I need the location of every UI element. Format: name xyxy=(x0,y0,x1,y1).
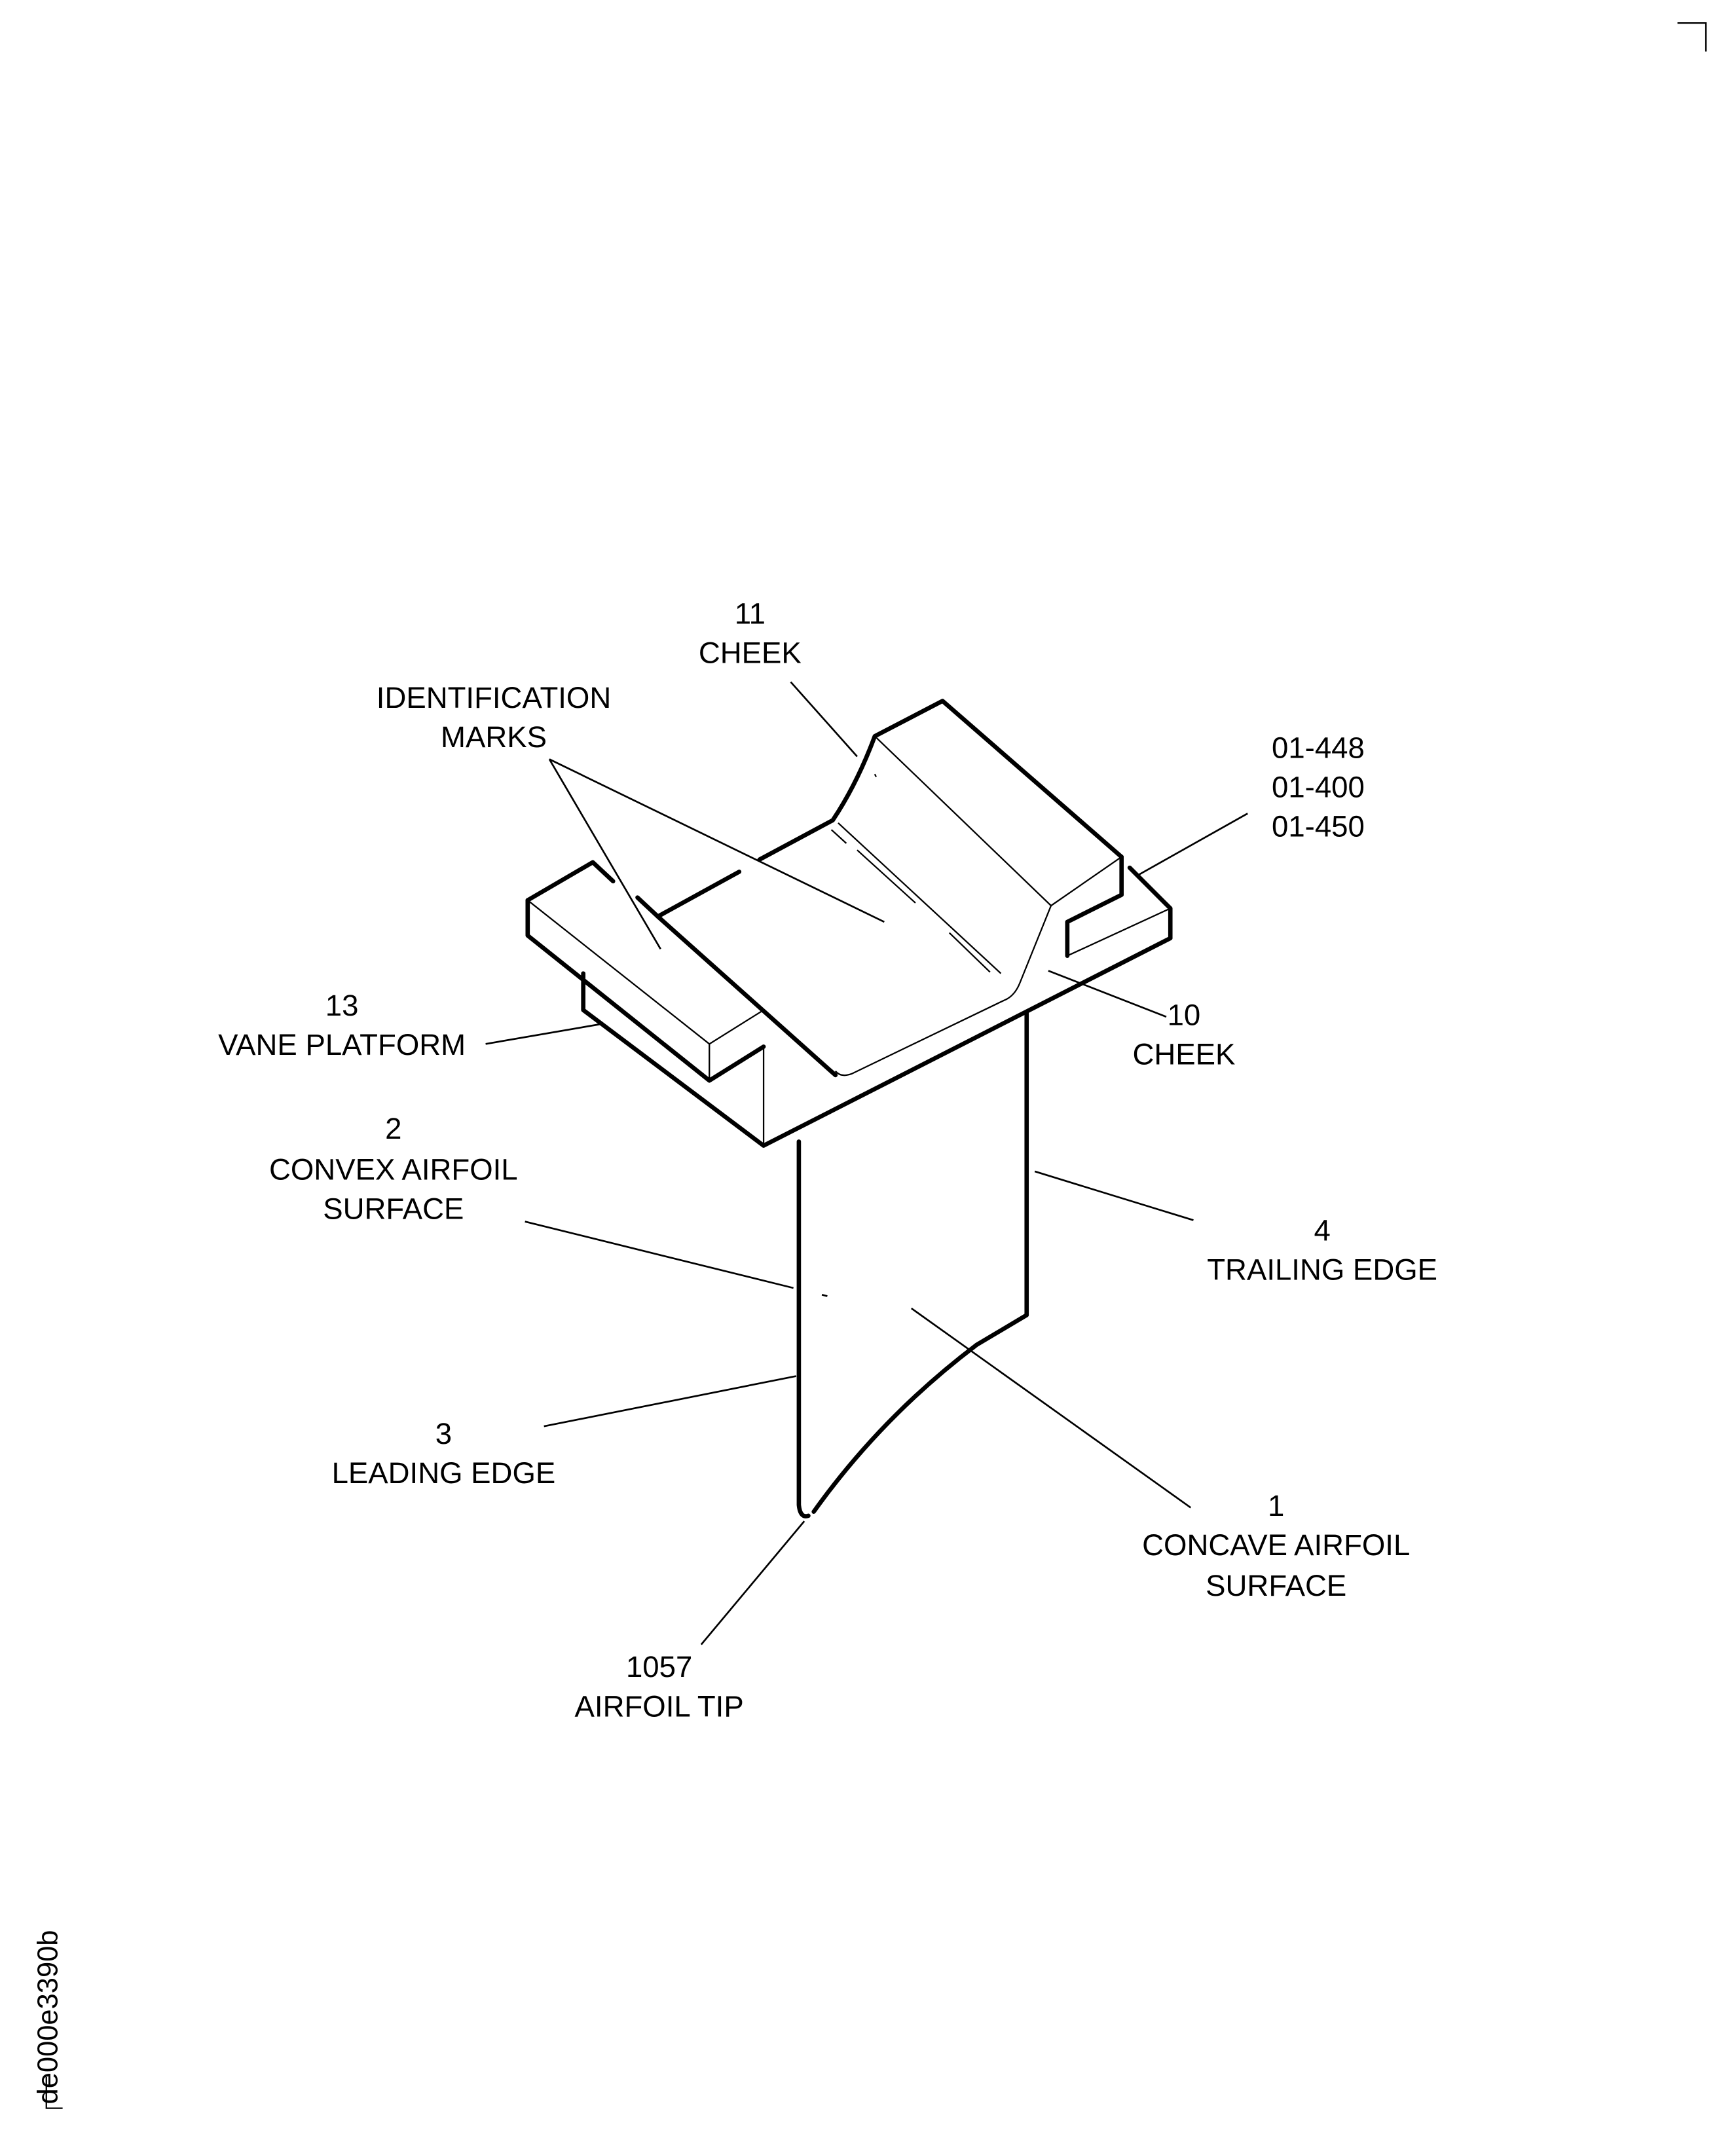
callout-label: MARKS xyxy=(441,720,547,754)
callout-vane-platform: 13 VANE PLATFORM xyxy=(218,989,466,1061)
drawing-id-bracket xyxy=(45,2077,63,2109)
callout-label: CONCAVE AIRFOIL xyxy=(1142,1528,1410,1562)
callout-number: 1057 xyxy=(626,1650,692,1683)
callout-label: TRAILING EDGE xyxy=(1207,1253,1437,1287)
figure-ref: 01-448 xyxy=(1272,731,1365,764)
corner-crop-mark xyxy=(1677,22,1707,52)
callout-concave-surface: 1 CONCAVE AIRFOIL SURFACE xyxy=(1142,1489,1410,1602)
callout-trailing-edge: 4 TRAILING EDGE xyxy=(1207,1214,1437,1287)
callout-airfoil-tip: 1057 AIRFOIL TIP xyxy=(575,1650,744,1723)
callout-label: CHEEK xyxy=(1132,1037,1235,1071)
callout-number: 11 xyxy=(735,597,766,630)
vane-part xyxy=(525,699,1173,1518)
callout-label: SURFACE xyxy=(323,1192,464,1225)
drawing-id: de000e3390b xyxy=(32,1930,64,2105)
callout-number: 10 xyxy=(1168,998,1201,1031)
callout-label: AIRFOIL TIP xyxy=(575,1689,744,1723)
callout-label: VANE PLATFORM xyxy=(218,1028,466,1061)
callout-number: 4 xyxy=(1314,1214,1330,1247)
callout-label: IDENTIFICATION xyxy=(377,681,611,714)
leader-lines xyxy=(485,681,1248,1646)
callout-cheek-11: 11 CHEEK xyxy=(699,597,802,669)
callout-convex-surface: 2 CONVEX AIRFOIL SURFACE xyxy=(269,1112,518,1225)
callout-number: 2 xyxy=(385,1112,401,1145)
callout-number: 13 xyxy=(325,989,359,1022)
callout-number: 1 xyxy=(1268,1489,1284,1522)
callout-label: CHEEK xyxy=(699,636,802,669)
callout-label: LEADING EDGE xyxy=(332,1456,556,1490)
callout-number: 3 xyxy=(435,1417,452,1450)
callout-identification-marks: IDENTIFICATION MARKS xyxy=(377,681,611,754)
figure-ref: 01-400 xyxy=(1272,770,1365,803)
callout-leading-edge: 3 LEADING EDGE xyxy=(332,1417,556,1490)
callout-label: SURFACE xyxy=(1206,1569,1346,1602)
callout-cheek-10: 10 CHEEK xyxy=(1132,998,1235,1071)
figure-ref: 01-450 xyxy=(1272,810,1365,843)
callout-label: CONVEX AIRFOIL xyxy=(269,1152,518,1186)
callout-figure-refs: 01-448 01-400 01-450 xyxy=(1272,731,1365,843)
